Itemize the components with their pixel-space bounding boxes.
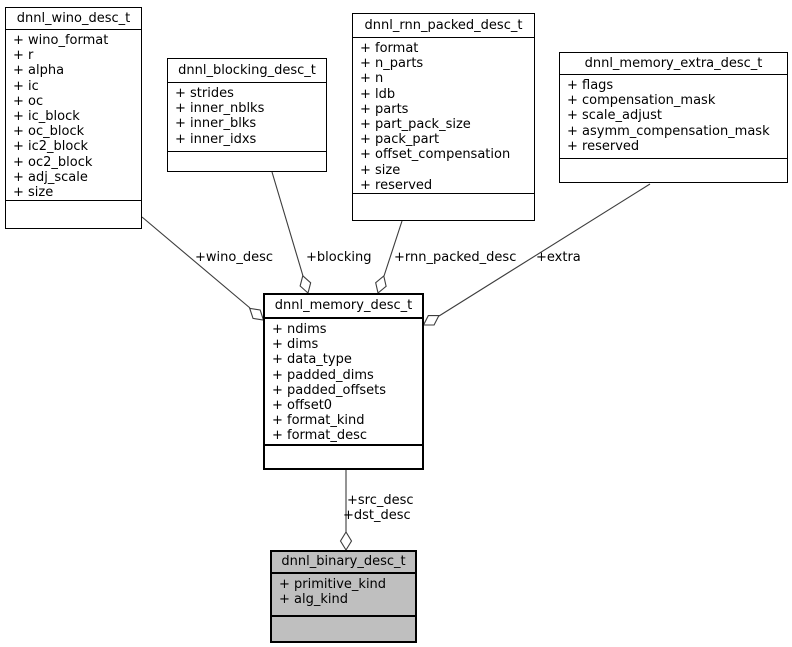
field-row: + data_type [272, 352, 352, 368]
field-row: + compensation_mask [567, 93, 716, 109]
field-row: + adj_scale [13, 169, 88, 185]
field-row: + inner_nblks [175, 101, 265, 117]
class-title: dnnl_wino_desc_t [6, 8, 141, 30]
field-row: + size [360, 162, 401, 178]
field-row: + parts [360, 101, 409, 117]
field-row: + ndims [272, 322, 327, 337]
field-row: + oc2_block [13, 154, 93, 170]
class-box-dnnl-blocking-desc-t: dnnl_blocking_desc_t + strides+ inner_nb… [167, 58, 327, 172]
class-methods-empty [6, 200, 141, 228]
class-title: dnnl_blocking_desc_t [168, 59, 326, 83]
aggregation-diamond-icon [299, 274, 312, 295]
field-row: + pack_part [360, 132, 440, 148]
class-methods-empty [272, 615, 415, 641]
field-row: + padded_dims [272, 367, 374, 383]
field-row: + strides [175, 86, 234, 101]
class-box-dnnl-binary-desc-t: dnnl_binary_desc_t + primitive_kind+ alg… [270, 550, 417, 643]
class-methods-empty [353, 193, 534, 220]
class-title: dnnl_memory_extra_desc_t [560, 53, 787, 75]
field-row: + ic [13, 78, 39, 94]
field-row: + primitive_kind [279, 577, 387, 592]
field-row: + reserved [567, 138, 640, 154]
aggregation-diamond-icon [375, 274, 387, 295]
edge-blocking [271, 171, 312, 295]
field-row: + alpha [13, 63, 65, 79]
class-fields: + primitive_kind+ alg_kind [272, 574, 415, 615]
field-row: + n_parts [360, 56, 424, 72]
class-fields: + flags+ compensation_mask+ scale_adjust… [560, 75, 787, 158]
edge-wino-desc-line [141, 216, 251, 309]
field-row: + scale_adjust [567, 108, 662, 124]
edge-label-dst-desc: +dst_desc [343, 508, 411, 523]
class-methods-empty [168, 151, 326, 171]
field-row: + dims [272, 337, 319, 353]
field-row: + padded_offsets [272, 382, 387, 398]
field-row: + ic2_block [13, 139, 89, 155]
edge-rnn-packed-desc-line [383, 220, 403, 277]
class-fields: + strides+ inner_nblks+ inner_blks+ inne… [168, 83, 326, 151]
class-fields: + wino_format+ r+ alpha+ ic+ oc+ ic_bloc… [6, 30, 141, 200]
class-box-dnnl-wino-desc-t: dnnl_wino_desc_t + wino_format+ r+ alpha… [5, 7, 142, 229]
class-methods-empty [265, 444, 422, 468]
field-row: + oc [13, 93, 44, 109]
class-box-dnnl-memory-extra-desc-t: dnnl_memory_extra_desc_t + flags+ compen… [559, 52, 788, 183]
class-title: dnnl_binary_desc_t [272, 552, 415, 574]
field-row: + flags [567, 78, 614, 93]
class-title: dnnl_rnn_packed_desc_t [353, 14, 534, 38]
field-row: + reserved [360, 177, 433, 193]
field-row: + size [13, 185, 54, 200]
class-box-dnnl-rnn-packed-desc-t: dnnl_rnn_packed_desc_t + format+ n_parts… [352, 13, 535, 221]
field-row: + asymm_compensation_mask [567, 123, 770, 139]
edge-label-src-desc: +src_desc [347, 493, 414, 508]
field-row: + wino_format [13, 33, 109, 48]
field-row: + ldb [360, 86, 396, 102]
class-fields: + format+ n_parts+ n+ ldb+ parts+ part_p… [353, 38, 534, 193]
field-row: + format [360, 41, 419, 56]
class-fields: + ndims+ dims+ data_type+ padded_dims+ p… [265, 319, 422, 444]
field-row: + n [360, 71, 384, 87]
field-row: + part_pack_size [360, 117, 471, 133]
edge-label-extra: +extra [536, 250, 581, 265]
edge-blocking-line [271, 171, 304, 277]
class-methods-empty [560, 158, 787, 182]
field-row: + offset_compensation [360, 147, 511, 163]
edge-wino-desc [141, 216, 265, 321]
class-title: dnnl_memory_desc_t [265, 295, 422, 319]
field-row: + inner_idxs [175, 131, 257, 147]
edge-label-blocking: +blocking [306, 250, 372, 265]
field-row: + oc_block [13, 124, 85, 140]
field-row: + ic_block [13, 109, 80, 125]
edge-label-wino-desc: +wino_desc [195, 250, 273, 265]
field-row: + alg_kind [279, 592, 348, 608]
field-row: + format_kind [272, 413, 365, 429]
class-box-dnnl-memory-desc-t: dnnl_memory_desc_t + ndims+ dims+ data_t… [263, 293, 424, 470]
field-row: + offset0 [272, 398, 333, 414]
edge-extra-line [438, 183, 651, 317]
edge-label-rnn-packed-desc: +rnn_packed_desc [394, 250, 517, 265]
field-row: + inner_blks [175, 116, 257, 132]
aggregation-diamond-icon [339, 530, 353, 552]
field-row: + format_desc [272, 428, 368, 444]
field-row: + r [13, 48, 34, 64]
